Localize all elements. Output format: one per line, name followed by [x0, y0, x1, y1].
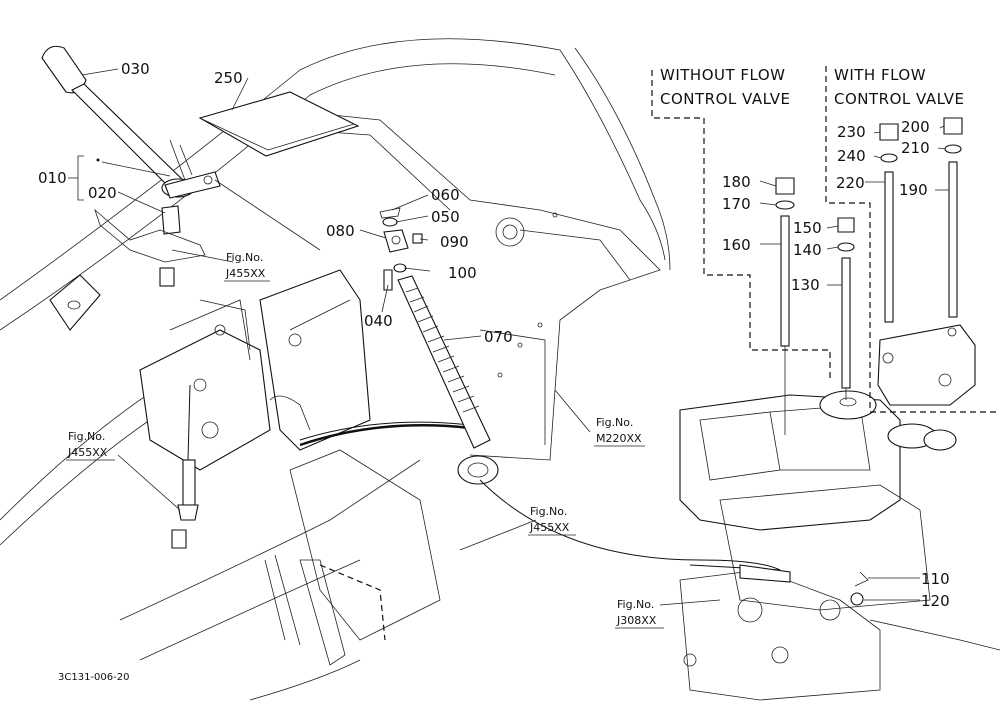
part-label: 180: [722, 173, 751, 191]
part-label: 100: [448, 264, 477, 282]
fig-ref-top-left-1: Fig.No.: [226, 251, 263, 264]
part-label: 010: [38, 169, 67, 187]
part-label: 070: [484, 328, 513, 346]
fig-ref-right-mid-2: M220XX: [596, 432, 642, 445]
group-bracket-010: [68, 155, 100, 201]
part-label: 240: [837, 147, 866, 165]
linkage-rod: [171, 384, 199, 549]
manual-book: [198, 91, 360, 157]
part-label: 090: [440, 233, 469, 251]
part-label: 250: [214, 69, 243, 87]
part-label: 140: [793, 241, 822, 259]
header-with-line1: WITH FLOW: [834, 66, 926, 84]
part-label: 130: [791, 276, 820, 294]
part-label: 020: [88, 184, 117, 202]
variant-headers: WITHOUT FLOW CONTROL VALVE WITH FLOW CON…: [660, 66, 965, 108]
part-label: 190: [899, 181, 928, 199]
part-label: 080: [326, 222, 355, 240]
part-label: 050: [431, 208, 460, 226]
header-with-line2: CONTROL VALVE: [834, 90, 965, 108]
fig-ref-middle-2: J455XX: [529, 521, 570, 534]
shift-lever: [41, 45, 221, 331]
control-valve: [679, 324, 1000, 701]
part-label: 200: [901, 118, 930, 136]
fig-ref-left-1: Fig.No.: [68, 430, 105, 443]
fig-ref-middle-1: Fig.No.: [530, 505, 567, 518]
fig-ref-bottom-right-2: J308XX: [616, 614, 657, 627]
part-label: 060: [431, 186, 460, 204]
header-without-line2: CONTROL VALVE: [660, 90, 791, 108]
part-label: 030: [121, 60, 150, 78]
lever-bracket: [139, 269, 371, 471]
fig-ref-bottom-right-1: Fig.No.: [617, 598, 654, 611]
part-labels: 010 020 030 040 050 060 070 080 090 100 …: [38, 60, 950, 610]
fender-outline: [0, 38, 671, 701]
part-label: 230: [837, 123, 866, 141]
diagram-code: 3C131-006-20: [58, 672, 129, 683]
part-label: 120: [921, 592, 950, 610]
part-label: 170: [722, 195, 751, 213]
part-label: 220: [836, 174, 865, 192]
fig-ref-right-mid-1: Fig.No.: [596, 416, 633, 429]
figure-references: Fig.No. J455XX Fig.No. J455XX Fig.No. J4…: [66, 251, 664, 629]
leader-lines: [81, 68, 949, 606]
cable-end-hardware: [379, 207, 423, 291]
control-cable: [299, 275, 781, 571]
fig-ref-left-2: J455XX: [67, 446, 108, 459]
part-label: 040: [364, 312, 393, 330]
step-panel: [264, 449, 441, 666]
fig-ref-top-left-2: J455XX: [225, 267, 266, 280]
part-label: 210: [901, 139, 930, 157]
part-label: 150: [793, 219, 822, 237]
part-label: 160: [722, 236, 751, 254]
part-label: 110: [921, 570, 950, 588]
variant-outlines: [651, 66, 1000, 413]
header-without-line1: WITHOUT FLOW: [660, 66, 786, 84]
